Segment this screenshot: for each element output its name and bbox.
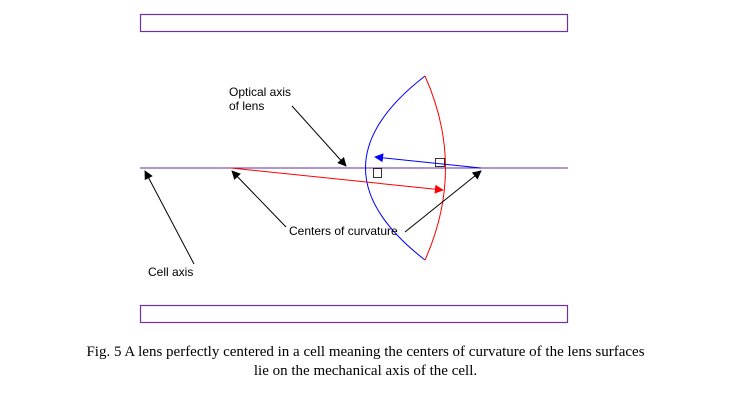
optical-axis-label-line1: Optical axis bbox=[229, 85, 291, 99]
blue-radius-arrow bbox=[374, 153, 482, 169]
lens-right-surface bbox=[424, 75, 446, 261]
centers-of-curvature-label: Centers of curvature bbox=[289, 224, 398, 238]
red-radius-arrow bbox=[230, 167, 444, 194]
cell-wall-top bbox=[139, 13, 569, 33]
caption-line-1: Fig. 5 A lens perfectly centered in a ce… bbox=[86, 344, 645, 360]
optical-axis-pointer bbox=[291, 105, 347, 167]
optical-axis-label-line2: of lens bbox=[229, 99, 264, 113]
cell-wall-bottom bbox=[139, 304, 569, 324]
right-angle-marker-upper bbox=[435, 158, 445, 167]
lens-left-surface bbox=[365, 75, 426, 261]
centers-pointer-left bbox=[231, 170, 287, 228]
figure-caption: Fig. 5 A lens perfectly centered in a ce… bbox=[0, 343, 731, 381]
centers-pointer-right bbox=[404, 170, 482, 233]
cell-axis-label: Cell axis bbox=[148, 265, 193, 279]
caption-line-2: lie on the mechanical axis of the cell. bbox=[253, 363, 478, 379]
cell-axis-pointer bbox=[144, 170, 195, 265]
right-angle-marker-lower bbox=[373, 168, 382, 178]
